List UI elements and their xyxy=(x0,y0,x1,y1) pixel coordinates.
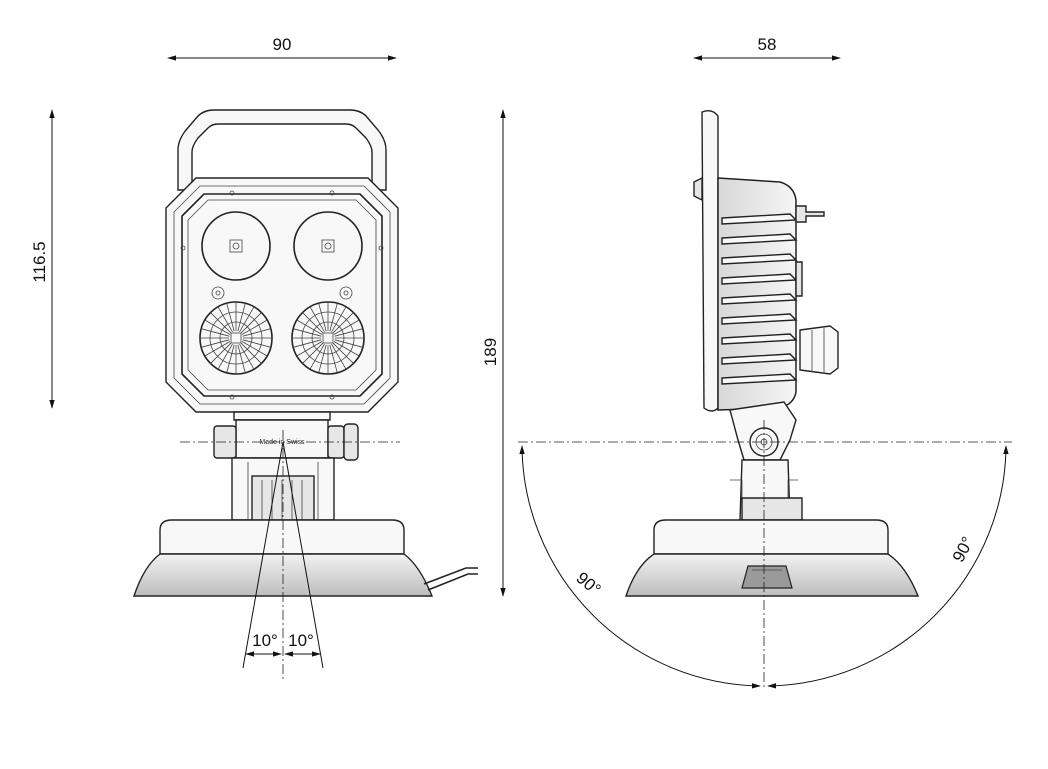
frame-screws xyxy=(180,190,384,400)
beam-right-angle: 10° xyxy=(288,631,314,650)
front-height-dimension: 116.5 xyxy=(30,109,55,409)
beam-left-angle: 10° xyxy=(252,631,278,650)
rear-knob xyxy=(795,261,803,297)
side-height-label: 189 xyxy=(481,338,500,366)
connector-plug xyxy=(799,325,839,375)
beam-angle-lines: 10° 10° xyxy=(242,441,324,669)
front-lens-frame xyxy=(181,193,383,397)
side-view: 58 189 xyxy=(481,35,1012,690)
top-led-reflectors xyxy=(201,211,363,281)
small-marks xyxy=(211,286,353,300)
front-view: 90 116.5 xyxy=(30,35,478,680)
tilt-right-angle: 90° xyxy=(949,534,978,566)
front-housing xyxy=(165,177,399,413)
side-height-dimension: 189 xyxy=(481,109,506,597)
cooling-fins xyxy=(721,213,798,385)
stamp-text: Made in Swiss xyxy=(259,439,305,446)
side-depth-label: 58 xyxy=(758,35,777,54)
side-front-plate xyxy=(701,109,719,412)
bottom-led-reflectors xyxy=(199,301,365,375)
side-depth-dimension: 58 xyxy=(693,35,841,61)
front-height-label: 116.5 xyxy=(30,241,49,282)
tilt-left-angle: 90° xyxy=(573,568,605,599)
front-base xyxy=(133,519,478,597)
front-width-dimension: 90 xyxy=(167,35,397,61)
side-base xyxy=(625,519,920,597)
front-width-label: 90 xyxy=(273,35,292,54)
front-swivel-bracket: Made in Swiss xyxy=(213,411,359,461)
rear-pin xyxy=(795,205,825,223)
